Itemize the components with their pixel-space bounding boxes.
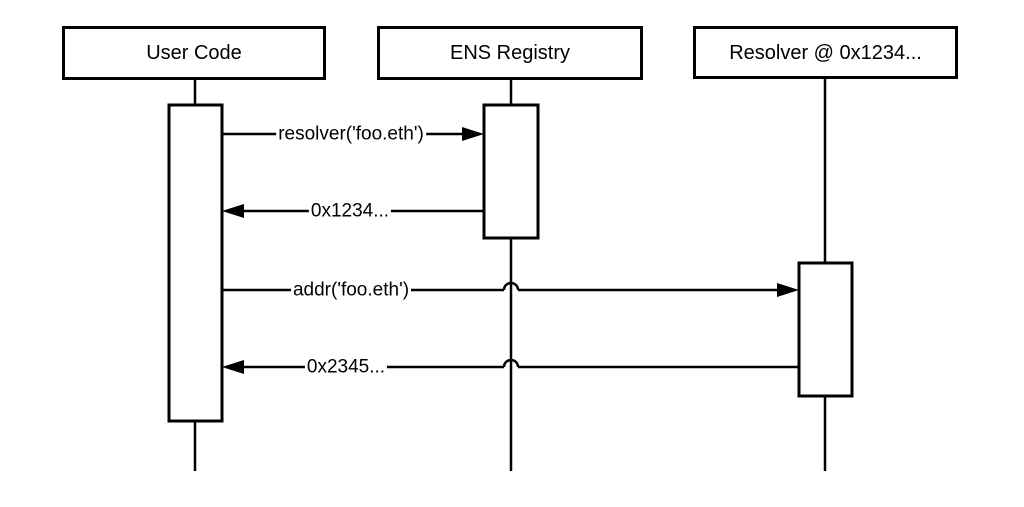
participant-user-code: User Code — [62, 26, 326, 80]
participant-resolver: Resolver @ 0x1234... — [693, 26, 958, 79]
activation-user-code — [167, 103, 224, 423]
participant-user-code-label: User Code — [146, 42, 242, 64]
arrowhead-left-addr-return — [222, 360, 244, 374]
arrowhead-left-resolver-return — [222, 204, 244, 218]
arrowhead-right-addr-call — [777, 283, 799, 297]
participant-resolver-label: Resolver @ 0x1234... — [729, 41, 922, 64]
participant-ens-registry: ENS Registry — [377, 26, 643, 80]
line-hop-addr-return — [502, 358, 520, 368]
participant-ens-registry-label: ENS Registry — [449, 42, 571, 64]
message-label-addr-call: addr('foo.eth') — [290, 279, 412, 301]
activation-ens-registry — [482, 103, 540, 240]
message-label-addr-return: 0x2345... — [304, 356, 388, 378]
activation-resolver — [797, 261, 854, 398]
line-hop-addr-call — [502, 281, 520, 291]
message-label-resolver-call: resolver('foo.eth') — [276, 123, 426, 145]
message-label-resolver-return: 0x1234... — [308, 200, 392, 222]
arrowhead-right-resolver-call — [462, 127, 484, 141]
